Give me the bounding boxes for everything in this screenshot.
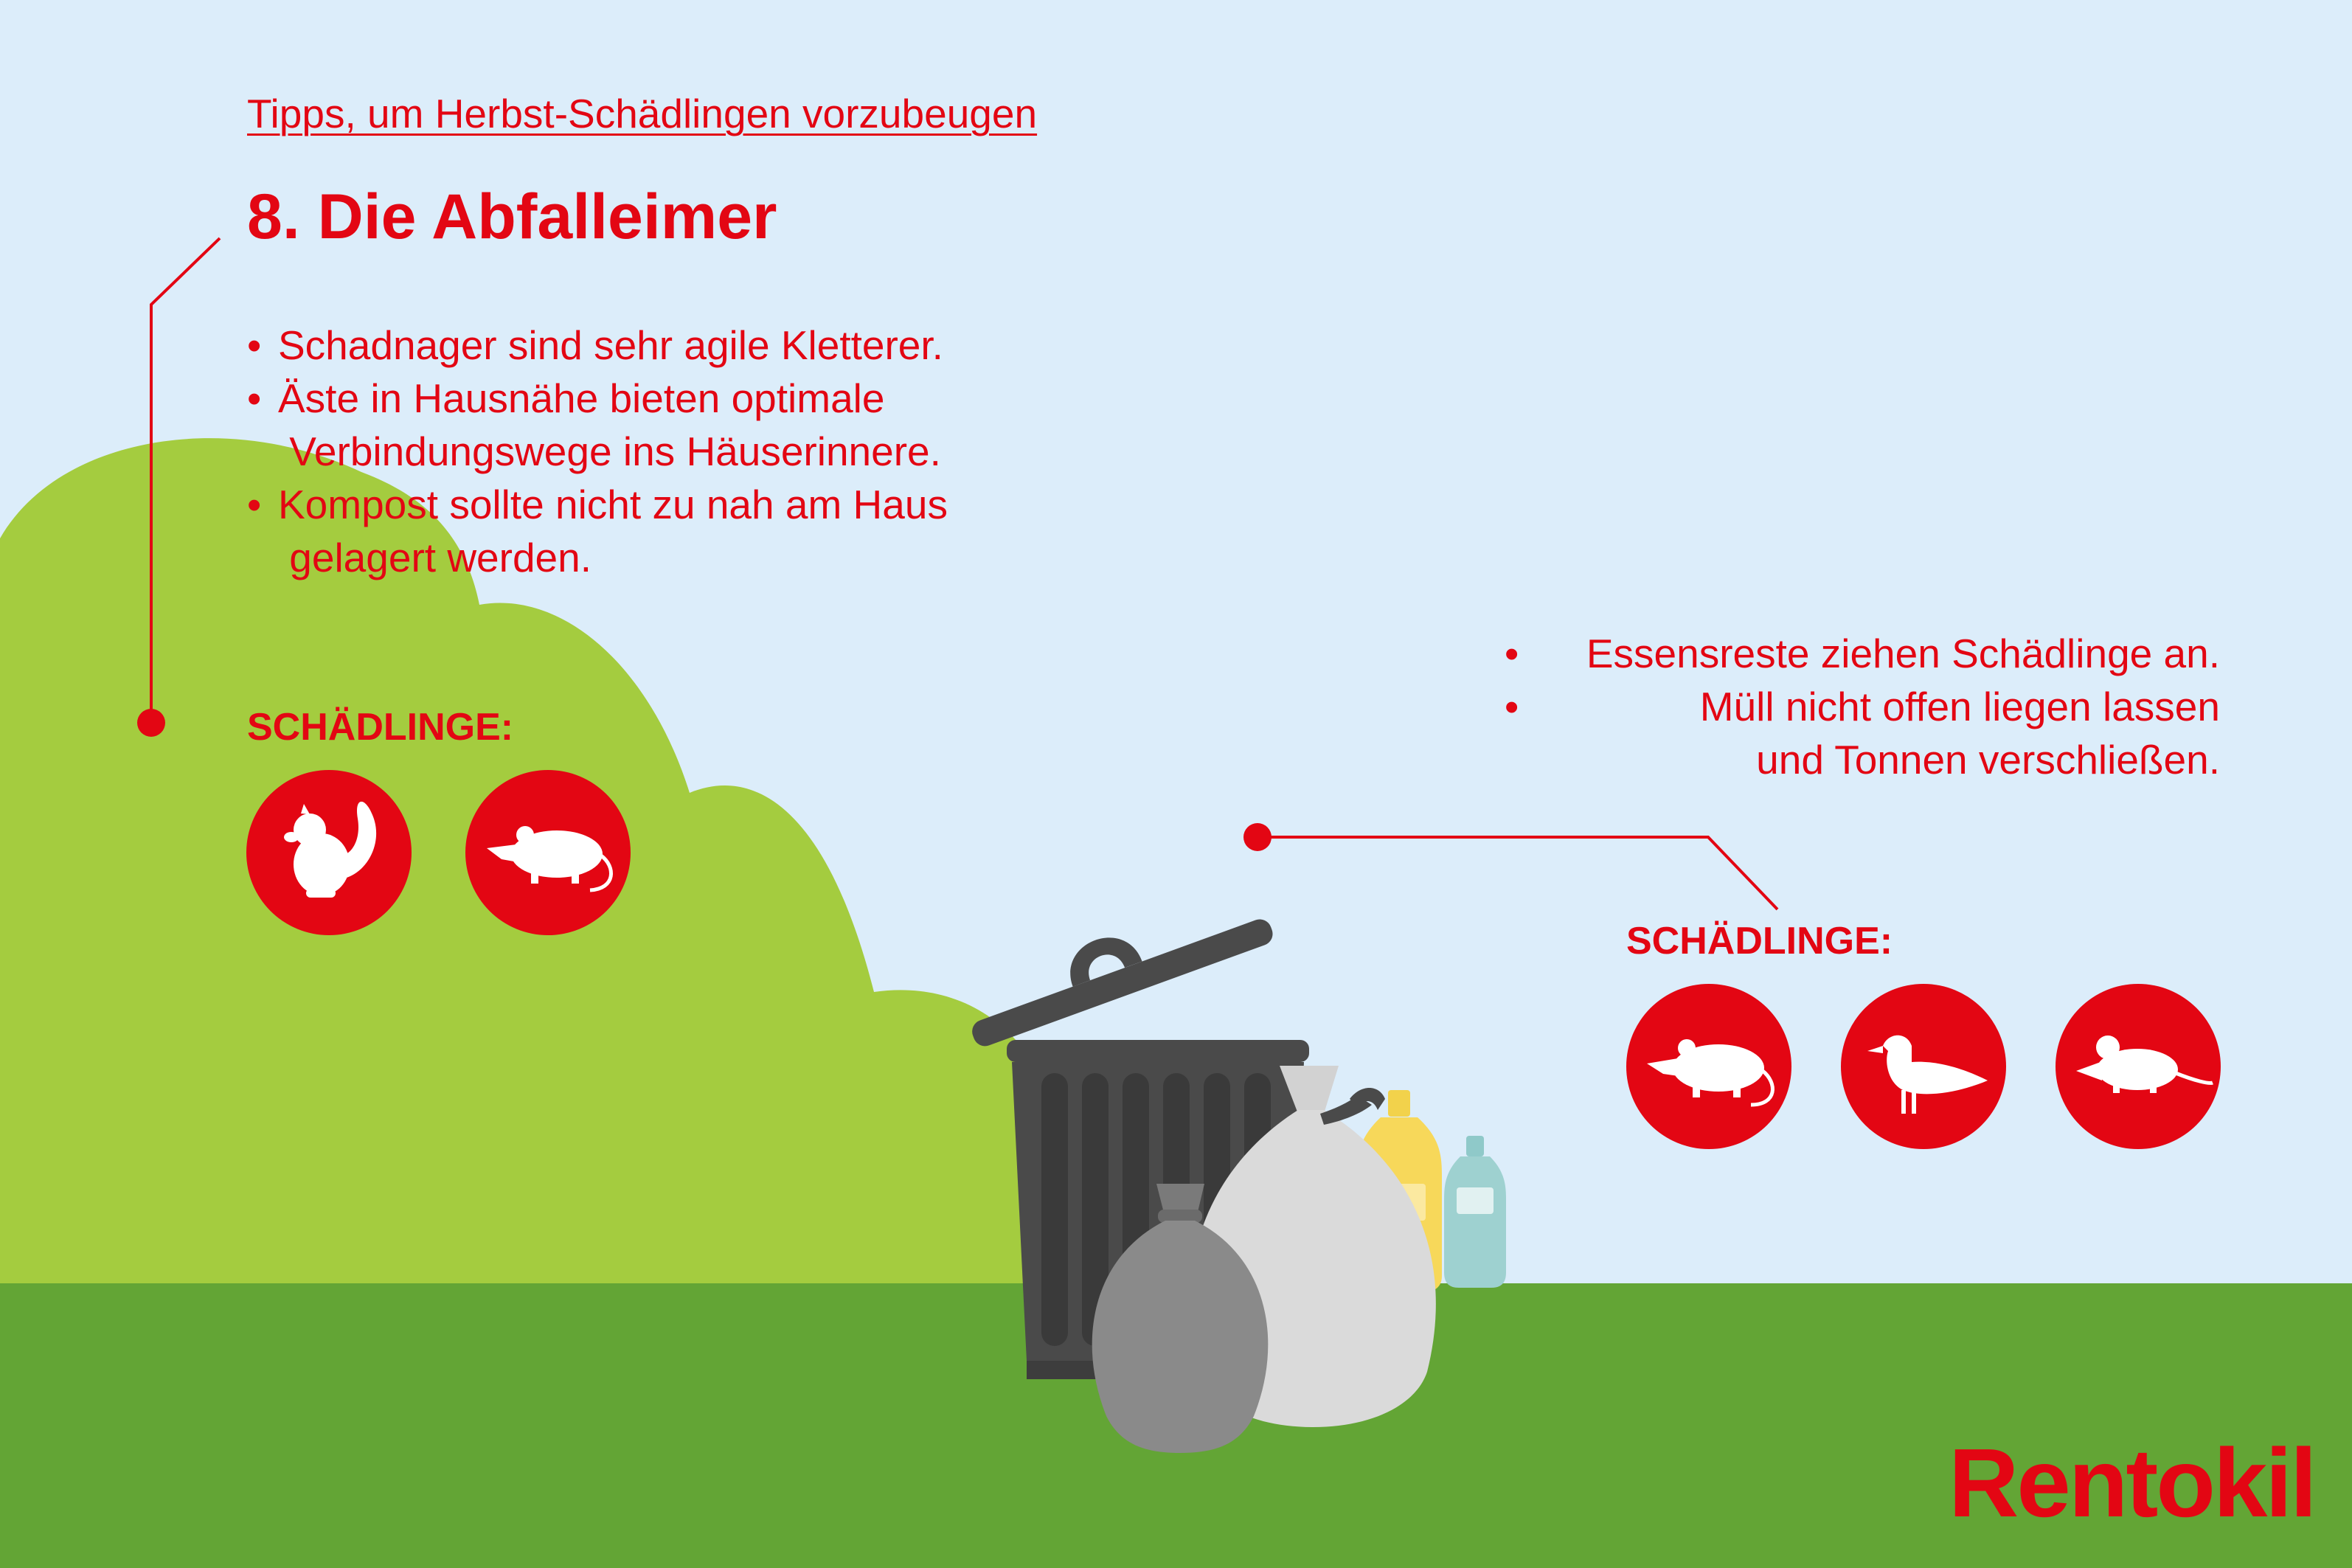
mouse-icon [2076, 1035, 2213, 1093]
pest-badge-squirrel [246, 770, 412, 935]
pests-label-left: SCHÄDLINGE: [247, 706, 514, 749]
tip-item: Schadnager sind sehr agile Kletterer. [247, 319, 1058, 372]
blue-bottle [1444, 1136, 1506, 1288]
callout-line-left [150, 237, 221, 723]
tip-item: Kompost sollte nicht zu nah am Haus gela… [247, 478, 1058, 584]
rat-icon [487, 826, 613, 892]
pests-label-right: SCHÄDLINGE: [1626, 920, 1893, 962]
pest-badge-seagull [1841, 984, 2006, 1149]
tip-item: Essensreste ziehen Schädlinge an. [1505, 627, 2220, 680]
callout-line-right [1257, 836, 1779, 911]
pest-badge-mouse [2056, 984, 2221, 1149]
ground-front [0, 1353, 959, 1568]
tip-item: Müll nicht offen liegen lassen und Tonne… [1505, 680, 2220, 786]
callout-dot-left [137, 709, 165, 737]
pest-badge-rat-right [1626, 984, 1791, 1149]
callout-dot-right [1243, 823, 1272, 851]
squirrel-icon [284, 801, 377, 898]
rat-icon [1647, 1039, 1775, 1107]
pest-badge-rat [465, 770, 631, 935]
tip-item: Äste in Hausnähe bieten optimale Verbind… [247, 372, 1058, 478]
rentokil-logo: Rentokil [1949, 1429, 2317, 1537]
tips-list-right: Essensreste ziehen Schädlinge an. Müll n… [1505, 627, 2220, 786]
page-title: 8. Die Abfalleimer [247, 181, 777, 252]
dark-trash-bag [1092, 1184, 1269, 1453]
seagull-icon [1867, 1035, 1988, 1114]
page-subtitle: Tipps, um Herbst-Schädlingen vorzubeugen [247, 91, 1038, 136]
tips-list-left: Schadnager sind sehr agile Kletterer. Äs… [247, 319, 1058, 584]
